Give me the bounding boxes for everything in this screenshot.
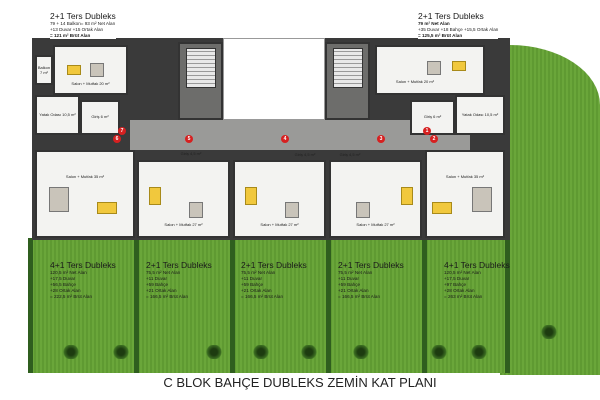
tree-icon [112,345,130,359]
tree-icon [205,345,223,359]
room-salon-3: Salon + Mutfak 27 m² [233,160,326,238]
entrance-marker: 6 [113,135,121,143]
hedge [326,238,331,373]
room-giris-right: Giriş 6 m² [410,100,455,135]
tree-icon [300,345,318,359]
sofa-icon [401,187,413,205]
table-icon [90,63,104,77]
room-balkon: Balkon 7 m² [35,55,53,85]
table-icon [356,202,370,218]
room-salon-upper-left: Salon + Mutfak 20 m² [53,45,128,95]
tree-icon [62,345,80,359]
hedge [422,238,427,373]
hedge [230,238,235,373]
table-icon [189,202,203,218]
table-icon [472,187,492,212]
sofa-icon [149,187,161,205]
tree-icon [352,345,370,359]
table-icon [285,202,299,218]
room-salon-4: Salon + Mutfak 27 m² [329,160,422,238]
room-yatak-left: Yatak Odası 10,5 m² [35,95,80,135]
sofa-icon [245,187,257,205]
stairs [333,48,363,88]
entrance-marker: 1 [423,127,431,135]
entrance-marker: 4 [281,135,289,143]
room-salon-5: Salon + Mutfak 35 m² [425,150,505,238]
stair-core-left [178,42,223,120]
entrance-marker: 3 [377,135,385,143]
entrance-marker: 7 [118,127,126,135]
entrance-marker: 5 [185,135,193,143]
plan-title: C BLOK BAHÇE DUBLEKS ZEMİN KAT PLANI [163,375,437,390]
sofa-icon [67,65,81,75]
sofa-icon [432,202,452,214]
room-giris-4: Giriş 4,5 m² [339,152,361,157]
room-salon-1: Salon + Mutfak 35 m² [35,150,135,238]
room-giris-2: Giriş 4,5 m² [180,151,202,156]
hedge [28,238,33,373]
room-yatak-right: Yatak Odası 10,5 m² [455,95,505,135]
table-icon [49,187,69,212]
tree-icon [430,345,448,359]
stair-core-right [325,42,370,120]
sofa-icon [97,202,117,214]
entrance-marker: 2 [430,135,438,143]
tree-icon [252,345,270,359]
sofa-icon [452,61,466,71]
room-salon-upper-right: Salon + Mutfak 20 m² [375,45,485,95]
stairs [186,48,216,88]
tree-icon [470,345,488,359]
garden-lawn-right [500,45,600,375]
room-salon-2: Salon + Mutfak 27 m² [137,160,230,238]
room-giris-left: Giriş 6 m² [80,100,120,135]
unit-info-upper-right: 2+1 Ters Dubleks 79 m² Net Alan +35 Duva… [418,11,499,39]
tree-icon [540,325,558,339]
courtyard [223,38,325,120]
hedge [134,238,139,373]
table-icon [427,61,441,75]
unit-info-upper-left: 2+1 Ters Dubleks 79 + 14 Balkon= 93 m² N… [50,11,116,39]
room-giris-3: Giriş 4,5 m² [294,152,316,157]
